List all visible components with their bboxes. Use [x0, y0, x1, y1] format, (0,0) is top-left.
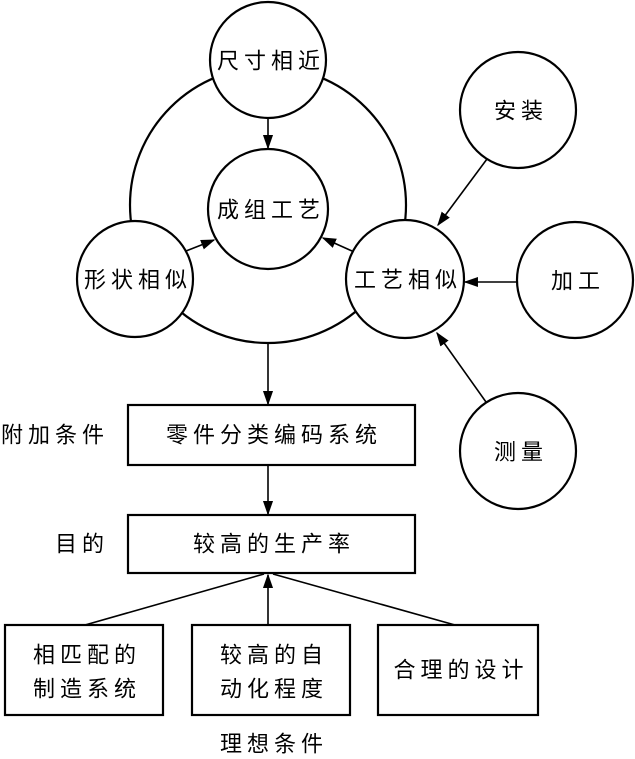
node-shape-similar-label: 形状相似: [84, 269, 192, 294]
label-purpose: 目的: [55, 533, 109, 558]
node-group-technology: 成组工艺: [206, 147, 330, 271]
node-process-similar: 工艺相似: [344, 218, 466, 340]
node-measurement-circle: [458, 391, 578, 511]
arrow-installation-to-process: [437, 158, 488, 227]
box-manufacturing-system-rect: [3, 623, 165, 717]
box-automation-line1: 较高的自: [220, 644, 328, 669]
node-size-similar-label: 尺寸相近: [217, 50, 325, 75]
box-manufacturing-system-line1: 相匹配的: [33, 644, 141, 669]
node-size-similar: 尺寸相近: [208, 0, 328, 120]
node-measurement-label: 测量: [494, 441, 548, 466]
node-machining-circle: [515, 220, 635, 340]
box-coding-system-rect: [126, 403, 417, 467]
node-shape-similar-circle: [75, 219, 195, 339]
box-automation-line2: 动化程度: [220, 678, 328, 703]
arrow-shape-to-group: [185, 239, 216, 252]
connector-manufacturing-to-productivity: [84, 573, 265, 626]
arrow-process-to-group: [321, 237, 353, 252]
node-measurement: 测量: [458, 391, 578, 511]
box-manufacturing-system: 相匹配的 制造系统: [3, 623, 165, 717]
node-group-technology-label: 成组工艺: [217, 199, 325, 224]
connector-design-to-productivity: [272, 573, 456, 626]
node-installation-label: 安装: [494, 100, 548, 125]
node-machining: 加工: [515, 220, 635, 340]
box-design: 合理的设计: [376, 623, 540, 717]
box-coding-system-label: 零件分类编码系统: [166, 424, 382, 449]
box-manufacturing-system-line2: 制造系统: [33, 678, 141, 703]
node-shape-similar: 形状相似: [75, 219, 195, 339]
box-design-label: 合理的设计: [393, 659, 528, 684]
box-automation-rect: [190, 623, 352, 717]
node-process-similar-label: 工艺相似: [354, 269, 462, 294]
node-machining-label: 加工: [551, 270, 605, 295]
box-productivity-label: 较高的生产率: [193, 533, 355, 558]
box-productivity-rect: [126, 513, 417, 575]
box-design-rect: [376, 623, 540, 717]
node-installation-circle: [458, 50, 578, 170]
box-automation: 较高的自 动化程度: [190, 623, 352, 717]
box-coding-system: 零件分类编码系统: [126, 403, 417, 467]
label-additional-conditions: 附加条件: [1, 424, 109, 449]
arrow-measurement-to-process: [436, 331, 487, 403]
label-ideal-conditions: 理想条件: [220, 733, 328, 758]
node-installation: 安装: [458, 50, 578, 170]
box-productivity: 较高的生产率: [126, 513, 417, 575]
